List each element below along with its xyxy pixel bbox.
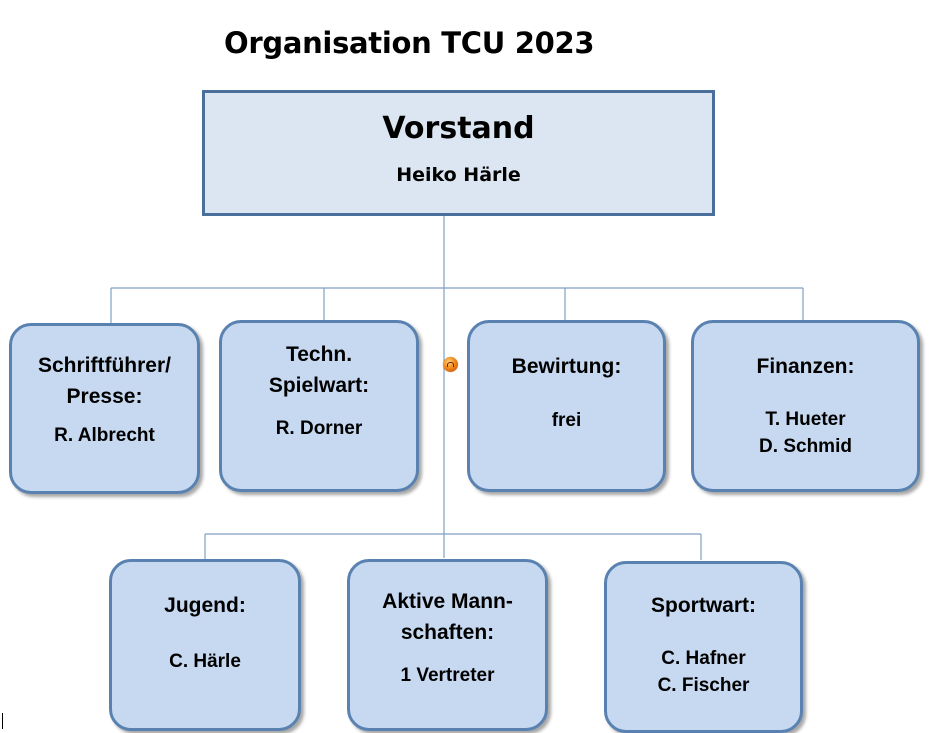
box-schriftfuehrer: Schriftführer/ Presse: R. Albrecht	[9, 323, 200, 494]
box-spielwart: Techn. Spielwart: R. Dorner	[219, 320, 419, 492]
text-cursor-icon	[2, 713, 3, 729]
box-title: Aktive Mann- schaften:	[382, 590, 513, 644]
box-person: R. Dorner	[275, 418, 363, 439]
box-person: C. Hafner C. Fischer	[657, 648, 750, 696]
box-person: T. Hueter D. Schmid	[759, 409, 852, 457]
orange-orb-icon[interactable]	[443, 357, 458, 372]
box-aktive: Aktive Mann- schaften: 1 Vertreter	[347, 559, 548, 731]
box-finanzen: Finanzen: T. Hueter D. Schmid	[691, 320, 920, 492]
box-title: Sportwart:	[651, 594, 756, 617]
box-person: C. Härle	[169, 651, 241, 672]
board-title: Vorstand	[382, 111, 535, 146]
box-sportwart: Sportwart: C. Hafner C. Fischer	[604, 561, 803, 733]
box-title: Techn. Spielwart:	[268, 343, 370, 397]
box-title: Jugend:	[164, 594, 246, 617]
page-title: Organisation TCU 2023	[224, 26, 595, 60]
box-person: frei	[551, 410, 582, 431]
board-box: Vorstand Heiko Härle	[202, 90, 715, 216]
box-bewirtung: Bewirtung: frei	[467, 320, 666, 492]
box-person: 1 Vertreter	[400, 665, 495, 686]
box-jugend: Jugend: C. Härle	[109, 559, 301, 731]
board-person: Heiko Härle	[396, 164, 521, 186]
box-person: R. Albrecht	[54, 425, 155, 446]
box-title: Schriftführer/ Presse:	[37, 354, 171, 408]
box-title: Finanzen:	[756, 355, 855, 378]
box-title: Bewirtung:	[511, 355, 622, 378]
